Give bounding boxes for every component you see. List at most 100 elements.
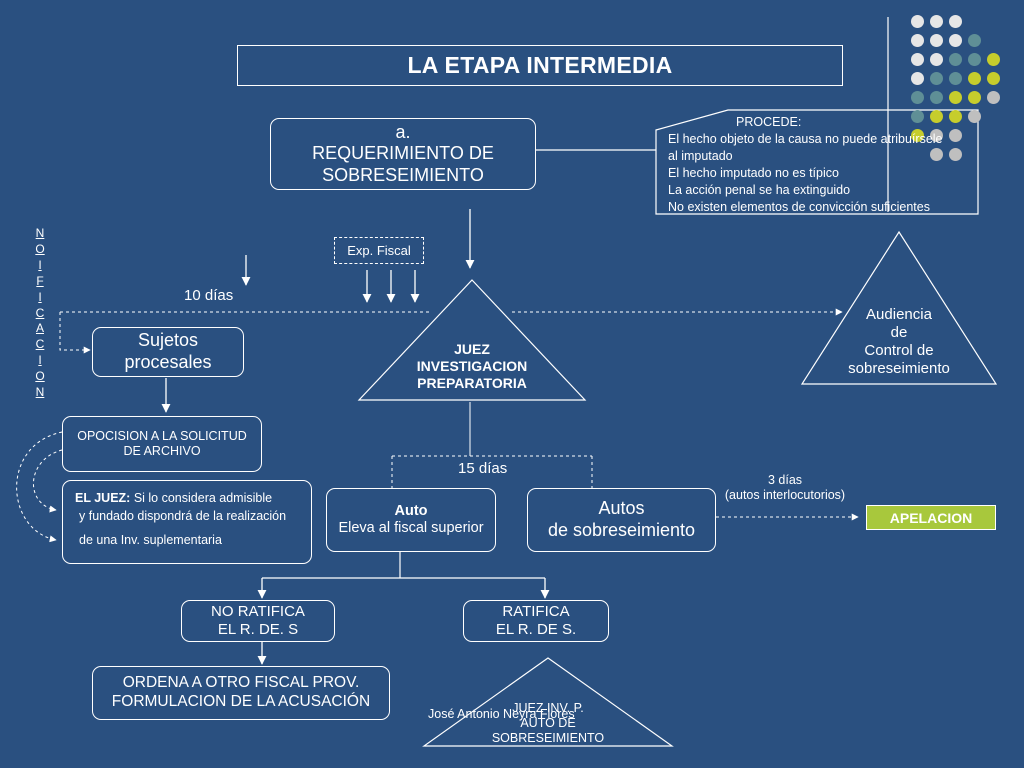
decor-dot <box>949 34 962 47</box>
decor-dot <box>930 72 943 85</box>
notificacion-letter: F <box>36 273 44 288</box>
curved-arrow-inner <box>33 449 63 513</box>
decor-dot <box>930 148 943 161</box>
decor-dot <box>911 110 924 123</box>
tres-dias-line1: 3 días <box>767 473 803 487</box>
decor-dot <box>949 129 962 142</box>
decor-dot <box>930 91 943 104</box>
decor-dot <box>968 91 981 104</box>
decor-dot <box>911 15 924 28</box>
el-juez-line1-rest: Si lo considera admisible <box>130 491 273 505</box>
no-ratifica-line2: EL R. DE. S <box>217 621 299 638</box>
juez-line2: INVESTIGACION <box>416 357 528 374</box>
ordena-box: ORDENA A OTRO FISCAL PROV. FORMULACION D… <box>92 666 390 720</box>
juez-triangle <box>357 279 587 401</box>
sujetos-box: Sujetos procesales <box>92 327 244 377</box>
decor-dot <box>949 53 962 66</box>
decor-dot <box>987 72 1000 85</box>
author-credit: José Antonio Neyra Flores <box>428 707 575 721</box>
procede-item: El hecho imputado no es típico <box>668 166 839 180</box>
decor-dot <box>987 91 1000 104</box>
dashed-to-sujetos <box>59 312 91 354</box>
sujetos-line1: Sujetos <box>137 330 199 351</box>
autos-sob-line1: Autos <box>598 498 645 519</box>
decor-dot <box>968 110 981 123</box>
procede-item: No existen elementos de convicción sufic… <box>668 200 930 214</box>
procede-item: al imputado <box>668 149 733 163</box>
notificacion-letter: I <box>38 289 42 304</box>
decor-dot <box>930 15 943 28</box>
ratifica-box: RATIFICA EL R. DE S. <box>463 600 609 642</box>
no-ratifica-box: NO RATIFICA EL R. DE. S <box>181 600 335 642</box>
oposicion-line2: DE ARCHIVO <box>123 444 201 458</box>
notificacion-letter: O <box>35 241 45 256</box>
requerimiento-line2: REQUERIMIENTO DE <box>312 143 494 164</box>
sujetos-line2: procesales <box>124 352 212 372</box>
juez-inv-line2: AUTO DE <box>520 716 576 730</box>
auto-box: Auto Eleva al fiscal superior <box>326 488 496 552</box>
page-title: LA ETAPA INTERMEDIA <box>237 45 843 86</box>
decor-dot <box>987 53 1000 66</box>
quince-dias-label: 15 días <box>458 460 508 477</box>
juez-line1: JUEZ <box>454 341 490 357</box>
ordena-line1: ORDENA A OTRO FISCAL PROV. <box>122 674 360 692</box>
el-juez-line3: de una Inv. suplementaria <box>79 533 222 547</box>
exp-fiscal-label: Exp. Fiscal <box>347 243 411 258</box>
decor-dot <box>949 148 962 161</box>
audiencia-line2: de <box>890 324 908 341</box>
el-juez-line1: EL JUEZ: Si lo considera admisible <box>75 489 272 507</box>
notificacion-letter: I <box>38 257 42 272</box>
el-juez-line2: y fundado dispondrá de la realización <box>79 509 287 523</box>
apelacion-box: APELACION <box>866 505 996 530</box>
requerimiento-line1: a. <box>395 121 411 142</box>
decor-dot <box>949 110 962 123</box>
tres-dias-text: 3 días (autos interlocutorios) <box>710 473 860 503</box>
notificacion-letter: N <box>35 226 45 240</box>
notificacion-letter: O <box>35 369 45 384</box>
decor-dot <box>968 72 981 85</box>
audiencia-text: Audiencia de Control de sobreseimiento <box>824 306 974 378</box>
procede-box-outline <box>655 109 979 215</box>
decor-dot <box>911 129 924 142</box>
notificacion-vertical-label: N O I F I C A C I O N <box>34 226 46 401</box>
notificacion-letter: C <box>35 337 45 352</box>
decor-dot <box>911 91 924 104</box>
juez-inv-triangle <box>422 657 674 747</box>
audiencia-line1: Audiencia <box>866 306 932 323</box>
decor-dot <box>968 34 981 47</box>
auto-line1: Auto <box>394 502 428 519</box>
decor-dot <box>949 72 962 85</box>
apelacion-label: APELACION <box>889 509 973 526</box>
decor-dot <box>968 53 981 66</box>
decor-dot <box>911 72 924 85</box>
juez-inv-line1: JUEZ INV. P. <box>512 701 584 715</box>
audiencia-triangle <box>800 230 998 385</box>
ratifica-line2: EL R. DE S. <box>495 621 577 638</box>
oposicion-box: OPOCISION A LA SOLICITUD DE ARCHIVO <box>62 416 262 472</box>
procede-text: PROCEDE: El hecho objeto de la causa no … <box>668 114 978 216</box>
requerimiento-box: a. REQUERIMIENTO DE SOBRESEIMIENTO <box>270 118 536 190</box>
procede-item: El hecho objeto de la causa no puede atr… <box>668 132 943 146</box>
audiencia-line4: sobreseimiento <box>848 360 950 377</box>
autos-sob-box: Autos de sobreseimiento <box>527 488 716 552</box>
exp-fiscal-box: Exp. Fiscal <box>334 237 424 264</box>
el-juez-bold: EL JUEZ: <box>75 491 131 505</box>
ordena-line2: FORMULACION DE LA ACUSACIÓN <box>111 693 371 710</box>
tres-dias-line2: (autos interlocutorios) <box>724 488 846 502</box>
procede-heading: PROCEDE: <box>736 115 802 129</box>
notificacion-letter: N <box>35 385 45 400</box>
juez-text: JUEZ INVESTIGACION PREPARATORIA <box>380 341 564 391</box>
juez-line3: PREPARATORIA <box>417 374 527 391</box>
no-ratifica-line1: NO RATIFICA <box>211 603 305 620</box>
juez-inv-line3: SOBRESEIMIENTO <box>491 731 605 745</box>
oposicion-line1: OPOCISION A LA SOLICITUD <box>77 429 247 443</box>
decor-dot <box>930 110 943 123</box>
decor-dot <box>930 53 943 66</box>
curved-arrow-outer <box>16 431 63 543</box>
decor-dot <box>949 91 962 104</box>
decor-dot <box>930 129 943 142</box>
decor-dot <box>911 53 924 66</box>
el-juez-box: EL JUEZ: Si lo considera admisible y fun… <box>62 480 312 564</box>
ratifica-line1: RATIFICA <box>502 603 570 620</box>
